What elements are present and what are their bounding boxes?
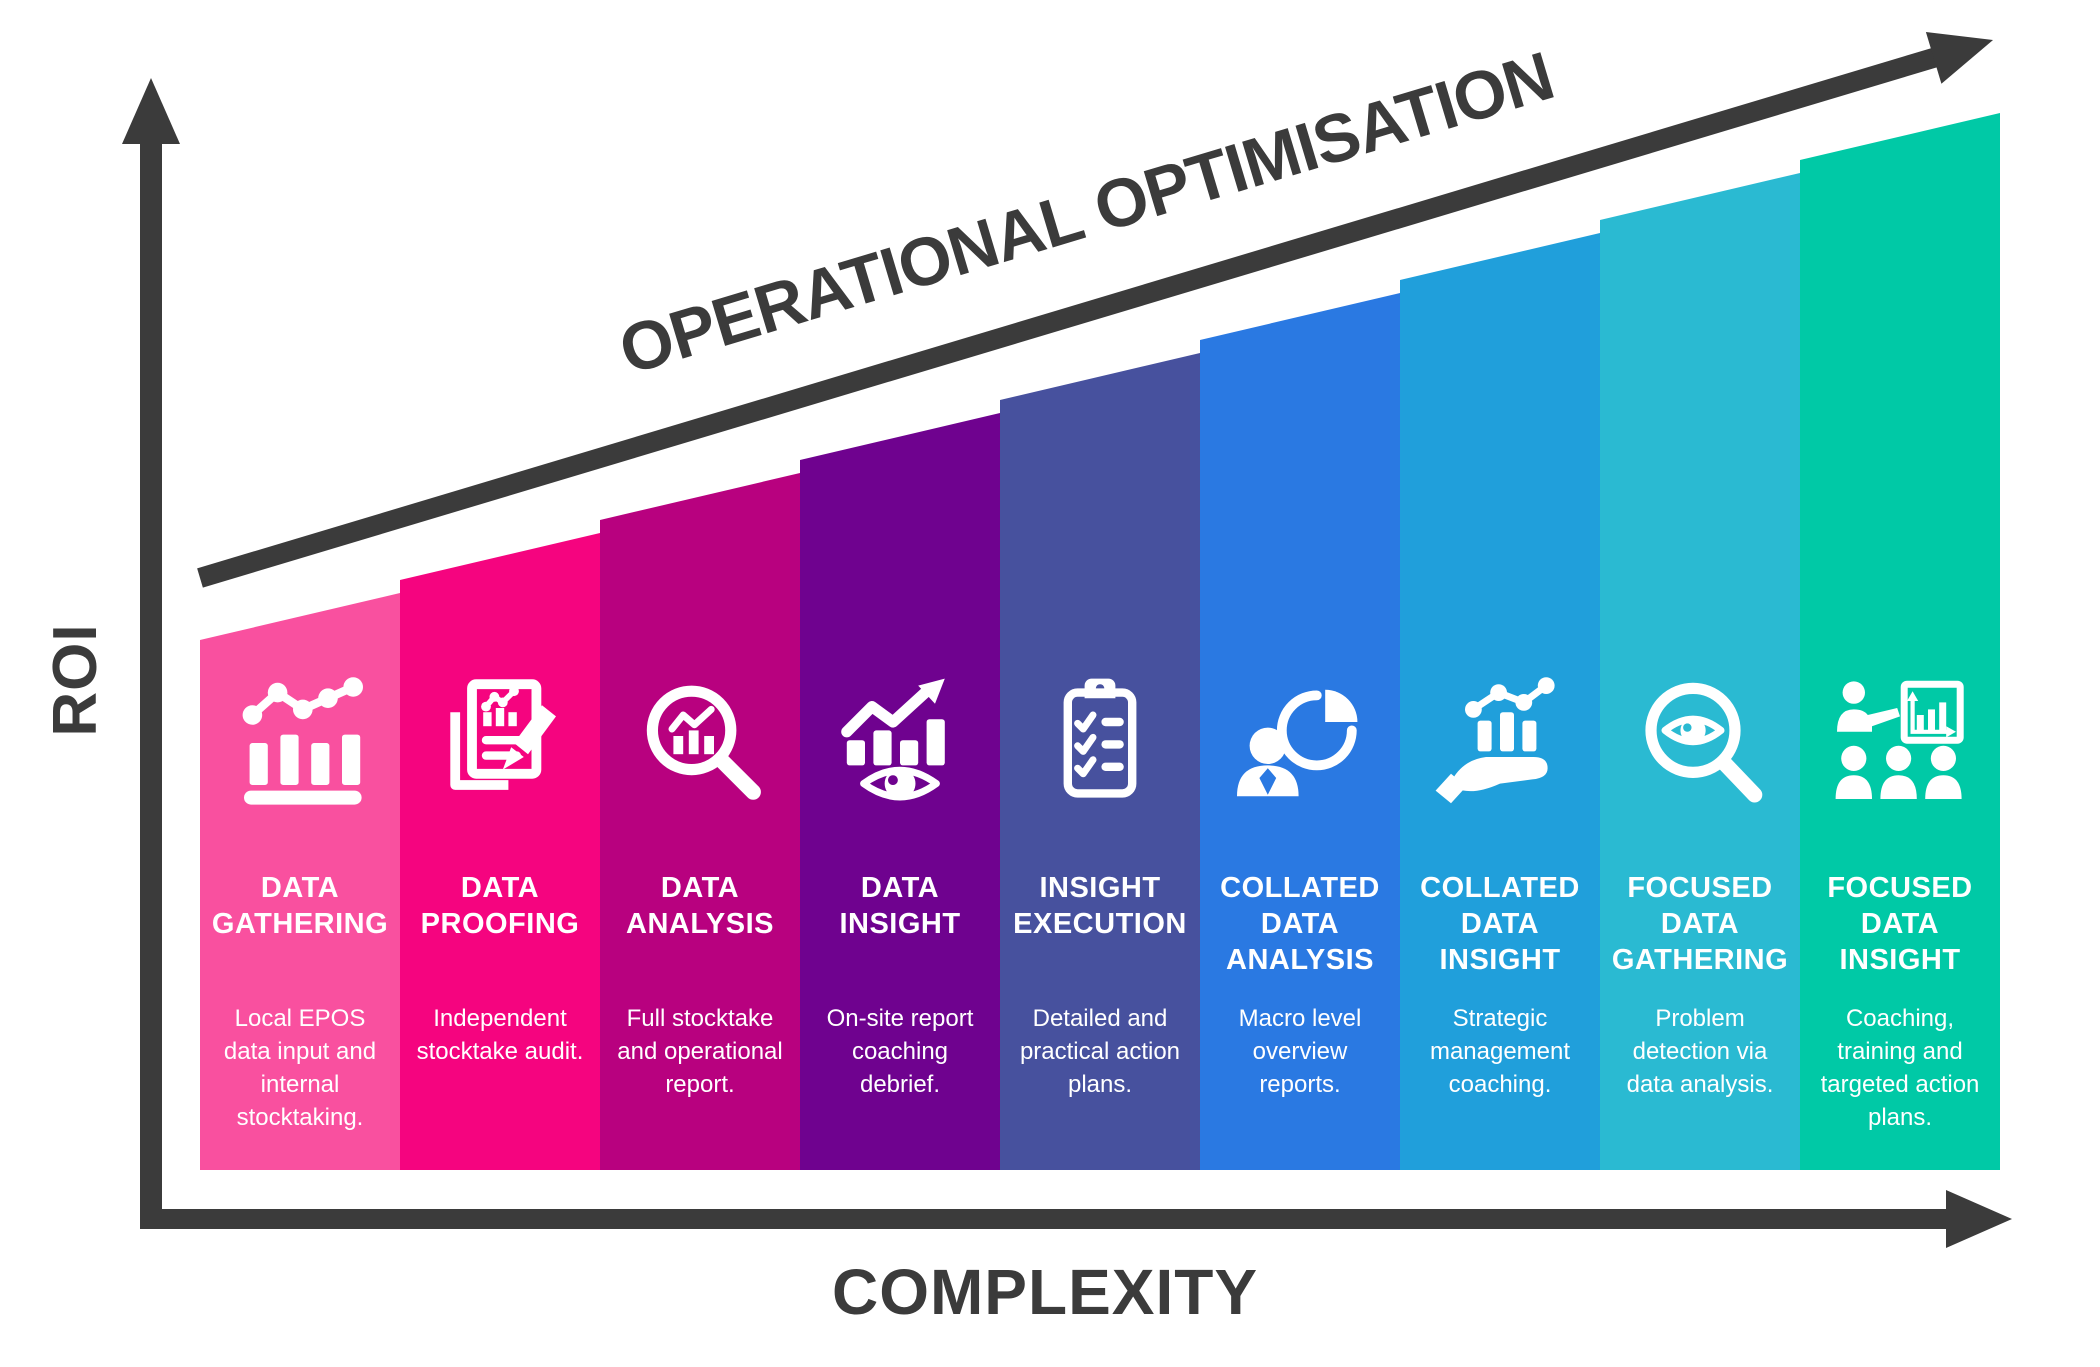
report-edit-icon [400, 668, 600, 818]
step-column-data-proofing: DATA PROOFING Independent stocktake audi… [400, 533, 600, 1170]
step-title: COLLATED DATA INSIGHT [1420, 872, 1580, 976]
presentation-group-icon [1800, 668, 2000, 818]
step-title: INSIGHT EXECUTION [1013, 872, 1187, 940]
x-axis-label: COMPLEXITY [831, 1256, 1259, 1328]
step-description: Coaching, training and targeted action p… [1820, 1005, 1980, 1131]
step-column-focused-data-insight: FOCUSED DATA INSIGHT Coaching, training … [1800, 113, 2000, 1170]
step-title: COLLATED DATA ANALYSIS [1220, 872, 1380, 976]
hand-chart-icon [1400, 668, 1600, 818]
y-axis-arrowhead-icon [122, 78, 180, 144]
step-description: Problem detection via data analysis. [1626, 1005, 1774, 1098]
x-axis-line [140, 1209, 1948, 1229]
step-column-focused-data-gathering: FOCUSED DATA GATHERING Problem detection… [1600, 173, 1800, 1170]
step-title: DATA PROOFING [420, 872, 580, 940]
magnifier-eye-icon [1600, 668, 1800, 818]
step-column-collated-data-analysis: COLLATED DATA ANALYSIS Macro level overv… [1200, 293, 1400, 1170]
step-column-data-gathering: DATA GATHERING Local EPOS data input and… [200, 593, 400, 1170]
step-description: Local EPOS data input and internal stock… [223, 1005, 377, 1131]
magnifier-chart-icon [600, 668, 800, 818]
y-axis-line [140, 140, 162, 1229]
step-title: DATA ANALYSIS [626, 872, 774, 940]
person-pie-chart-icon [1200, 668, 1400, 818]
x-axis-arrowhead-icon [1946, 1190, 2012, 1248]
bar-chart-trend-icon [200, 668, 400, 818]
step-column-data-insight: DATA INSIGHT On-site report coaching deb… [800, 413, 1000, 1170]
checklist-icon [1000, 668, 1200, 818]
step-title: FOCUSED DATA GATHERING [1611, 872, 1789, 976]
steps-ramp: DATA GATHERING Local EPOS data input and… [200, 103, 2000, 1170]
step-title: DATA GATHERING [211, 872, 389, 940]
step-description: Macro level overview reports. [1238, 1005, 1362, 1098]
step-description: On-site report coaching debrief. [826, 1005, 974, 1098]
step-title: DATA INSIGHT [839, 872, 961, 940]
step-description: Independent stocktake audit. [416, 1005, 584, 1065]
trend-arrowhead-icon [1925, 14, 2001, 84]
step-column-insight-execution: INSIGHT EXECUTION Detailed and practical… [1000, 353, 1200, 1170]
step-description: Strategic management coaching. [1429, 1005, 1571, 1098]
step-column-collated-data-insight: COLLATED DATA INSIGHT Strategic manageme… [1400, 233, 1600, 1170]
y-axis-label: ROI [40, 623, 110, 737]
step-column-data-analysis: DATA ANALYSIS Full stocktake and operati… [600, 473, 800, 1170]
eye-chart-icon [800, 668, 1000, 818]
step-description: Full stocktake and operational report. [617, 1005, 783, 1098]
step-title: FOCUSED DATA INSIGHT [1827, 872, 1973, 976]
step-description: Detailed and practical action plans. [1019, 1005, 1181, 1098]
